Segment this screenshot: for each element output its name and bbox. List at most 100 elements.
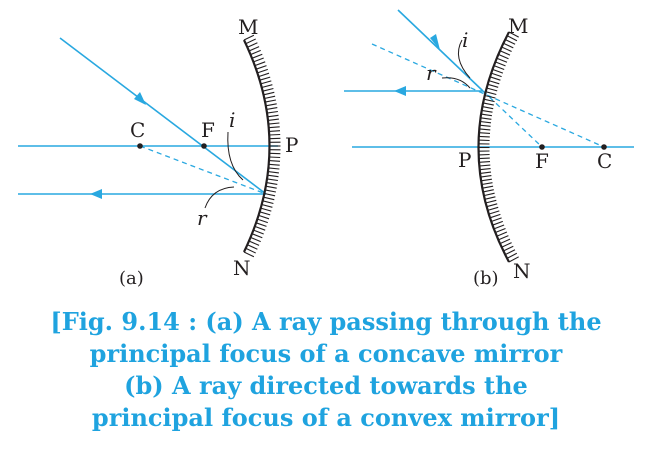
angle-r-label-b: r [426, 61, 437, 85]
hatch-mark [258, 72, 270, 78]
hatch-mark [480, 171, 492, 174]
hatch-mark [259, 76, 271, 81]
hatch-mark [266, 110, 278, 114]
hatch-mark [266, 178, 278, 182]
incident-arrow-b [430, 34, 440, 50]
panel-a: M N P C F i r (a) [18, 15, 298, 289]
hatch-mark [488, 210, 500, 215]
hatch-mark [481, 178, 492, 182]
hatch-mark [496, 231, 508, 237]
hatch-mark [489, 76, 501, 81]
hatch-mark [245, 247, 256, 254]
hatch-mark [506, 35, 518, 42]
hatch-mark [264, 189, 277, 193]
hatch-mark [479, 168, 491, 171]
hatch-mark [261, 84, 273, 89]
mirror-hatching-a [243, 34, 281, 258]
hatch-mark [484, 94, 496, 99]
hatch-mark [478, 135, 490, 138]
hatch-mark [479, 164, 491, 167]
hatch-mark [255, 65, 267, 70]
hatch-mark [243, 34, 255, 41]
hatch-mark [482, 185, 494, 189]
hatch-mark [265, 103, 277, 107]
caption-line-3: (b) A ray directed towards the [124, 371, 528, 400]
hatch-mark [487, 206, 499, 211]
hatch-mark [264, 95, 276, 100]
angle-r-label-a: r [197, 206, 208, 230]
hatch-mark [264, 192, 276, 197]
hatch-mark [480, 120, 492, 124]
hatch-mark [268, 130, 281, 132]
hatch-mark [269, 156, 281, 159]
hatch-mark [489, 213, 501, 219]
center-label-a: C [130, 118, 145, 142]
hatch-mark [481, 182, 493, 186]
hatch-mark [251, 233, 263, 239]
hatch-mark [478, 132, 491, 134]
figure-caption: [Fig. 9.14 : (a) A ray passing through t… [0, 306, 652, 434]
hatch-mark [253, 229, 264, 235]
hatch-mark [495, 61, 506, 67]
hatch-mark [503, 42, 514, 49]
hatch-mark [266, 107, 278, 110]
angle-i-label-a: i [229, 108, 235, 132]
incident-arrow-a [134, 92, 146, 105]
mirror-bottom-label-b: N [513, 259, 531, 283]
hatch-mark [493, 224, 505, 230]
hatch-mark [493, 65, 505, 71]
hatch-mark [262, 200, 274, 205]
hatch-mark [479, 124, 491, 127]
hatch-mark [481, 109, 493, 113]
angle-i-pointer-b [457, 39, 471, 79]
hatch-mark [504, 249, 516, 256]
hatch-mark [508, 256, 519, 263]
hatch-mark [268, 160, 281, 162]
focus-label-a: F [201, 118, 215, 142]
hatch-mark [267, 118, 279, 121]
ray-diagram: M N P C F i r (a) M N P F C [18, 9, 634, 289]
mirror-bottom-label-a: N [233, 256, 251, 280]
focus-point-b [539, 144, 545, 150]
hatch-mark [248, 46, 260, 52]
hatch-mark [260, 207, 272, 212]
hatch-mark [263, 196, 275, 201]
hatch-mark [485, 91, 497, 96]
hatch-mark [247, 42, 258, 48]
hatch-mark [498, 53, 509, 60]
hatch-mark [499, 50, 511, 56]
hatch-mark [482, 189, 494, 193]
hatch-mark [255, 222, 267, 227]
hatch-mark [268, 126, 280, 129]
hatch-mark [243, 251, 255, 258]
hatch-mark [485, 199, 497, 204]
hatch-mark [491, 72, 502, 78]
hatch-mark [266, 182, 278, 185]
hatch-mark [268, 122, 280, 125]
hatch-mark [254, 225, 266, 231]
normal-b [371, 43, 605, 148]
sub-label-b: (b) [473, 268, 499, 289]
hatch-mark [248, 240, 260, 246]
hatch-mark [482, 102, 494, 106]
reflected-arrow-a [90, 189, 102, 199]
caption-line-1: [Fig. 9.14 : (a) A ray passing through t… [50, 307, 602, 336]
hatch-mark [496, 57, 508, 63]
hatch-mark [504, 39, 516, 45]
focus-point-a [201, 143, 207, 149]
pole-label-a: P [285, 133, 298, 157]
hatch-mark [269, 133, 281, 136]
hatch-mark [268, 167, 280, 170]
hatch-mark [268, 163, 280, 166]
hatch-mark [495, 227, 506, 234]
hatch-mark [260, 80, 272, 85]
hatch-mark [479, 128, 491, 131]
incident-ray-a [59, 37, 267, 195]
extension-to-focus-b [482, 90, 543, 148]
panel-b: M N P F C i r (b) [344, 9, 634, 289]
normal-a [139, 145, 267, 195]
hatch-mark [258, 214, 270, 220]
focus-label-b: F [535, 149, 549, 173]
hatch-mark [263, 91, 275, 96]
mirror-top-label-a: M [238, 15, 258, 39]
